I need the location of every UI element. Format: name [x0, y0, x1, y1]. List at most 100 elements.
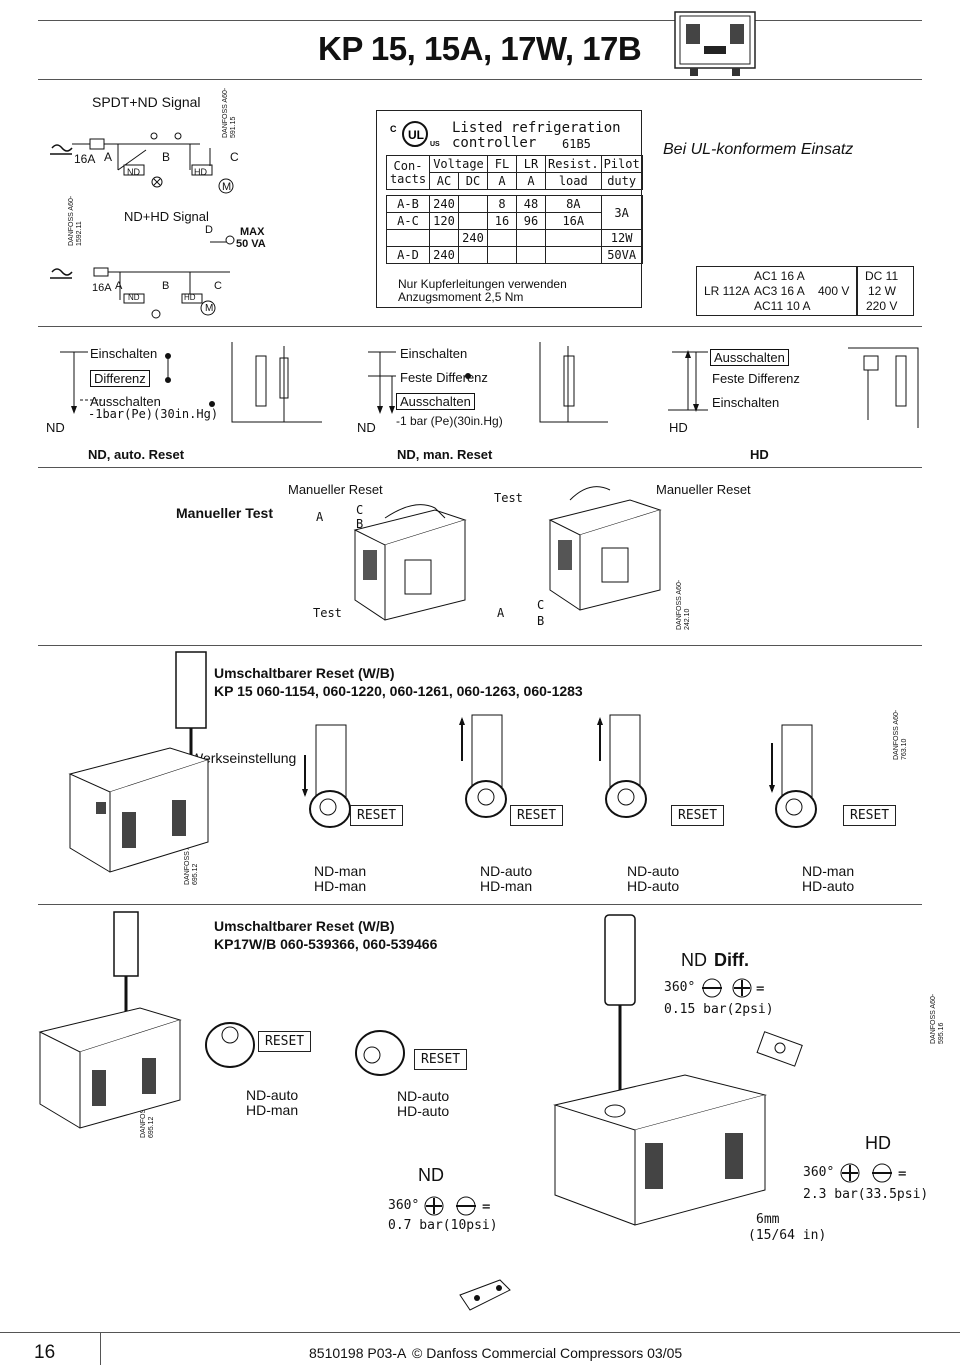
diff-p2-ausschalten: Ausschalten — [396, 393, 475, 410]
manual-reset-2: Manueller Reset — [656, 482, 751, 497]
kp17-state-1-l2: HD-man — [246, 1102, 299, 1118]
manual-reset-1: Manueller Reset — [288, 482, 383, 497]
reset-horizontal-4: RESET — [843, 805, 897, 826]
diff-p1-differenz: Differenz — [90, 370, 150, 387]
svg-text:=: = — [482, 1199, 490, 1215]
diff-p2-nd: ND — [357, 420, 376, 435]
ul-hdr-lr-unit: A — [516, 172, 546, 190]
kp15-state-1-l2: HD-man — [314, 878, 367, 894]
ul-hdr-duty: duty — [600, 172, 643, 190]
ul-use-ac11: AC11 10 A — [754, 299, 811, 313]
diff-p2-feste: Feste Differenz — [400, 370, 488, 385]
nd-angle: 360° — [388, 1198, 420, 1213]
page-number: 16 — [34, 1342, 56, 1363]
ul-cell: 96 — [516, 212, 546, 230]
ul-use-dc11: DC 11 — [865, 269, 899, 283]
diff-panel-3-diagram — [668, 347, 919, 428]
ul-cell — [516, 229, 546, 247]
kp15-state-3-l2: HD-auto — [627, 878, 680, 894]
werkseinstellung-label: Werkseinstellung — [190, 750, 297, 766]
manual-test-title: Manueller Test — [176, 505, 273, 521]
ul-hdr-voltage: Voltage — [429, 155, 488, 173]
hd-angle: 360° — [803, 1165, 835, 1180]
diff-p2-vacuum: -1 bar (Pe)(30in.Hg) — [396, 414, 503, 428]
kp15-title: Umschaltbarer Reset (W/B) — [214, 665, 395, 681]
nd-value: 0.7 bar(10psi) — [388, 1218, 498, 1233]
terminal-c-1: C — [230, 150, 239, 164]
ul-cell: A-B — [386, 195, 430, 213]
ul-cell — [545, 229, 602, 247]
ul-model: 61B5 — [562, 137, 591, 151]
ul-hdr-ac: AC — [429, 172, 459, 190]
ul-cell: A-D — [386, 246, 430, 264]
terminal-a-1: A — [104, 150, 113, 164]
ul-cell: 12W — [600, 229, 643, 247]
ul-hdr-fl-unit: A — [487, 172, 517, 190]
ul-use-box — [696, 266, 858, 316]
manual-test-device-2 — [548, 486, 662, 611]
hd-label: HD — [865, 1133, 891, 1153]
test-label-bottom: Test — [313, 606, 342, 620]
diff-p3-feste: Feste Differenz — [712, 371, 800, 386]
right-tool-illustration — [756, 1031, 803, 1067]
motor-label-1: M — [222, 181, 232, 193]
nd-diff-minus-plus-icon: = — [702, 978, 764, 998]
tool-inch: (15/64 in) — [748, 1228, 827, 1243]
kp17-models: KP17W/B 060-539366, 060-539466 — [214, 936, 438, 952]
ul-logo-icon: UL C US — [390, 121, 440, 148]
kp15-state-2-l2: HD-man — [480, 878, 533, 894]
ul-cell: 240 — [458, 229, 488, 247]
term-a-bottom: A — [497, 606, 505, 620]
kp15-device-screwdriver — [68, 651, 210, 873]
ul-cell: 16A — [545, 212, 602, 230]
diff-p3-hd: HD — [669, 420, 688, 435]
term-b-bottom: B — [537, 614, 545, 628]
ul-hdr-dc: DC — [458, 172, 488, 190]
ul-use-220v: 220 V — [866, 299, 898, 313]
ul-use-box-dc — [856, 266, 914, 316]
kp15-state-4-l2: HD-auto — [802, 878, 855, 894]
ul-use-ac1: AC1 16 A — [754, 269, 805, 283]
ul-cell — [458, 212, 488, 230]
ul-use-lr: LR 112A — [704, 284, 750, 298]
ul-cell: 8 — [487, 195, 517, 213]
svg-text:UL: UL — [408, 128, 424, 142]
nd-plus-minus-icon: = — [424, 1196, 490, 1216]
ul-cell — [545, 246, 602, 264]
kp17-state-2-l2: HD-auto — [397, 1103, 450, 1119]
ul-cell: A-C — [386, 212, 430, 230]
svg-text:=: = — [898, 1166, 906, 1182]
kp17-reset-2: RESET — [414, 1049, 468, 1070]
ul-cell — [458, 246, 488, 264]
kp15-models: KP 15 060-1154, 060-1220, 060-1261, 060-… — [214, 683, 583, 699]
diff-p2-einschalten: Einschalten — [400, 346, 468, 361]
kp17-knobs — [205, 1022, 405, 1076]
terminal-a-2: A — [115, 280, 123, 292]
diff-p3-einschalten: Einschalten — [712, 395, 780, 410]
kp17-device-screwdriver — [38, 911, 182, 1129]
nd-diff-angle: 360° — [664, 980, 696, 995]
reset-horizontal-3: RESET — [671, 805, 725, 826]
ul-use-12w: 12 W — [868, 284, 897, 298]
hd-plus-minus-icon: = — [840, 1163, 906, 1183]
nd-diff-nd: ND — [681, 950, 707, 970]
diff-panel-1-diagram — [60, 342, 322, 423]
max-value: 50 VA — [236, 238, 266, 250]
fuse-2-label: 16A — [92, 282, 112, 294]
kp15-state-1-l1: ND-man — [314, 863, 367, 879]
diff-p1-einschalten: Einschalten — [90, 346, 158, 361]
tool-size: 6mm — [756, 1212, 780, 1227]
ul-cell — [487, 229, 517, 247]
diff-p1-vacuum: -1bar(Pe)(30in.Hg) — [88, 407, 219, 421]
footer-page-box — [0, 1332, 101, 1365]
terminal-b-1: B — [162, 150, 171, 164]
ul-cell: 240 — [429, 195, 459, 213]
diff-p3-caption: HD — [750, 447, 769, 462]
kp17-big-device — [553, 914, 767, 1226]
hd-switch-label-2: HD — [184, 293, 196, 302]
ul-note-2: Anzugsmoment 2,5 Nm — [398, 290, 524, 304]
ul-listed-text: Listed refrigeration — [452, 120, 621, 136]
ul-cell: 240 — [429, 246, 459, 264]
ul-note-1: Nur Kupferleitungen verwenden — [398, 277, 567, 291]
header-bar — [38, 20, 922, 80]
